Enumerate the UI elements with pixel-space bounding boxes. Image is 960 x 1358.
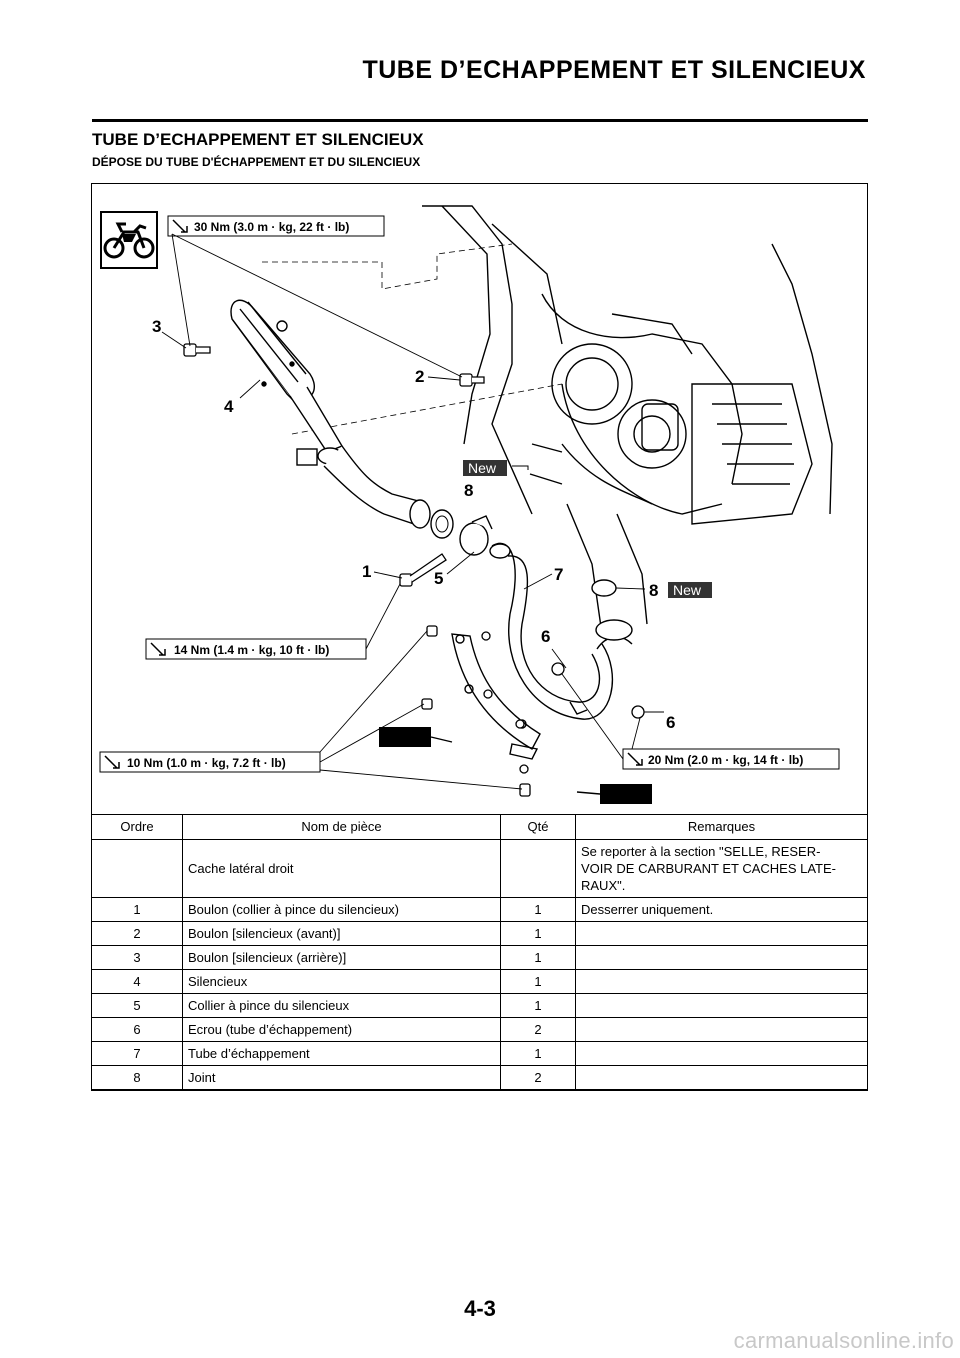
watermark: carmanualsonline.info xyxy=(733,1328,954,1353)
table-cell-order xyxy=(91,839,183,898)
torque-label-10nm: 10 Nm (1.0 m · kg, 7.2 ft · lb) xyxy=(127,756,286,770)
table-header-order: Ordre xyxy=(91,814,183,840)
new-badge-label-upper: New xyxy=(468,460,497,476)
new-part-badge: New xyxy=(463,460,529,476)
torque-label-14nm: 14 Nm (1.4 m · kg, 10 ft · lb) xyxy=(174,643,329,657)
section-title: TUBE D’ECHAPPEMENT ET SILENCIEUX xyxy=(92,130,424,149)
page-header-title: TUBE D’ECHAPPEMENT ET SILENCIEUX xyxy=(362,56,866,84)
table-cell-remarks xyxy=(575,969,868,994)
table-cell-name: Boulon [silencieux (avant)] xyxy=(182,921,501,946)
torque-wrench-icon xyxy=(172,219,188,233)
torque-wrench-icon xyxy=(627,752,643,766)
table-cell-qty: 1 xyxy=(500,1041,576,1066)
heat-protector-drawing xyxy=(451,633,541,760)
table-header-qty: Qté xyxy=(500,814,576,840)
engine-frame-drawing xyxy=(422,205,833,635)
table-cell-order: 7 xyxy=(91,1041,183,1066)
table-header-part-name: Nom de pièce xyxy=(182,814,501,840)
torque-box-10nm: 10 Nm (1.0 m · kg, 7.2 ft · lb) xyxy=(99,751,321,773)
table-cell-remarks xyxy=(575,993,868,1018)
table-cell-remarks: Desserrer uniquement. xyxy=(575,897,868,922)
torque-label-20nm: 20 Nm (2.0 m · kg, 14 ft · lb) xyxy=(648,753,803,767)
page-number: 4-3 xyxy=(464,1296,496,1321)
table-cell-remarks xyxy=(575,921,868,946)
parts-table: Ordre Nom de pièce Qté Remarques Cache l… xyxy=(91,814,868,1090)
content-frame xyxy=(91,183,868,1091)
table-row: 7 Tube d’échappement 1 xyxy=(91,1041,868,1066)
new-part-badge: New xyxy=(668,582,712,598)
callout-6-lower: 6 xyxy=(666,713,675,732)
callout-4: 4 xyxy=(224,397,234,416)
callout-3: 3 xyxy=(152,317,161,336)
callout-8-lower: 8 xyxy=(649,581,658,600)
torque-box-14nm: 14 Nm (1.4 m · kg, 10 ft · lb) xyxy=(145,638,367,660)
table-row: 6 Ecrou (tube d’échappement) 2 xyxy=(91,1017,868,1042)
table-cell-name: Collier à pince du silencieux xyxy=(182,993,501,1018)
table-cell-name: Joint xyxy=(182,1065,501,1090)
torque-box-20nm: 20 Nm (2.0 m · kg, 14 ft · lb) xyxy=(622,748,840,770)
table-cell-qty: 1 xyxy=(500,945,576,970)
table-cell-order: 1 xyxy=(91,897,183,922)
table-cell-order: 6 xyxy=(91,1017,183,1042)
table-cell-remarks: Se reporter à la section "SELLE, RESER- … xyxy=(575,839,868,898)
callout-2: 2 xyxy=(415,367,424,386)
table-cell-qty: 2 xyxy=(500,1065,576,1090)
new-badge-label-lower: New xyxy=(673,582,702,598)
table-cell-qty: 2 xyxy=(500,1017,576,1042)
table-cell-name: Boulon (collier à pince du silencieux) xyxy=(182,897,501,922)
callout-8-upper: 8 xyxy=(464,481,473,500)
table-cell-remarks xyxy=(575,1065,868,1090)
table-row: Cache latéral droit Se reporter à la sec… xyxy=(91,839,868,898)
table-cell-order: 4 xyxy=(91,969,183,994)
gasket-drawing-lower xyxy=(591,579,617,597)
table-cell-order: 8 xyxy=(91,1065,183,1090)
table-cell-name: Ecrou (tube d’échappement) xyxy=(182,1017,501,1042)
motorcycle-icon xyxy=(100,211,158,269)
muffler-drawing xyxy=(230,299,431,529)
callout-7: 7 xyxy=(554,565,563,584)
leader-lines xyxy=(161,233,664,790)
table-row: 4 Silencieux 1 xyxy=(91,969,868,994)
assembly-guide-lines xyxy=(262,243,563,435)
torque-wrench-icon xyxy=(104,755,120,769)
table-cell-qty: 1 xyxy=(500,993,576,1018)
header-rule xyxy=(92,119,868,122)
table-cell-remarks xyxy=(575,1041,868,1066)
table-cell-qty: 1 xyxy=(500,969,576,994)
table-cell-qty: 1 xyxy=(500,921,576,946)
table-cell-remarks xyxy=(575,1017,868,1042)
table-cell-order: 5 xyxy=(91,993,183,1018)
gasket-drawing-upper xyxy=(430,509,454,539)
table-cell-qty xyxy=(500,839,576,898)
table-cell-name: Boulon [silencieux (arrière)] xyxy=(182,945,501,970)
torque-wrench-icon xyxy=(150,642,166,656)
subsection-title: DÉPOSE DU TUBE D'ÉCHAPPEMENT ET DU SILEN… xyxy=(92,155,421,169)
exhaust-pipe-drawing xyxy=(489,542,633,720)
table-row: 8 Joint 2 xyxy=(91,1065,868,1090)
table-cell-name: Cache latéral droit xyxy=(182,839,501,898)
table-cell-name: Silencieux xyxy=(182,969,501,994)
table-row: 3 Boulon [silencieux (arrière)] 1 xyxy=(91,945,868,970)
callout-6-upper: 6 xyxy=(541,627,550,646)
table-row: 5 Collier à pince du silencieux 1 xyxy=(91,993,868,1018)
torque-box-30nm: 30 Nm (3.0 m · kg, 22 ft · lb) xyxy=(167,215,385,237)
table-cell-remarks xyxy=(575,945,868,970)
torque-label-30nm: 30 Nm (3.0 m · kg, 22 ft · lb) xyxy=(194,220,349,234)
table-row: 1 Boulon (collier à pince du silencieux)… xyxy=(91,897,868,922)
grease-applicator-icon xyxy=(379,727,652,804)
table-row: 2 Boulon [silencieux (avant)] 1 xyxy=(91,921,868,946)
table-header-row: Ordre Nom de pièce Qté Remarques xyxy=(91,814,868,840)
bolt-drawings xyxy=(183,343,645,797)
exploded-diagram: 30 Nm (3.0 m · kg, 22 ft · lb) 14 Nm (1.… xyxy=(99,205,840,804)
table-cell-order: 2 xyxy=(91,921,183,946)
callout-1: 1 xyxy=(362,562,371,581)
table-cell-qty: 1 xyxy=(500,897,576,922)
table-cell-order: 3 xyxy=(91,945,183,970)
table-header-remarks: Remarques xyxy=(575,814,868,840)
table-cell-name: Tube d’échappement xyxy=(182,1041,501,1066)
callout-5: 5 xyxy=(434,569,443,588)
clamp-drawing xyxy=(459,515,493,556)
